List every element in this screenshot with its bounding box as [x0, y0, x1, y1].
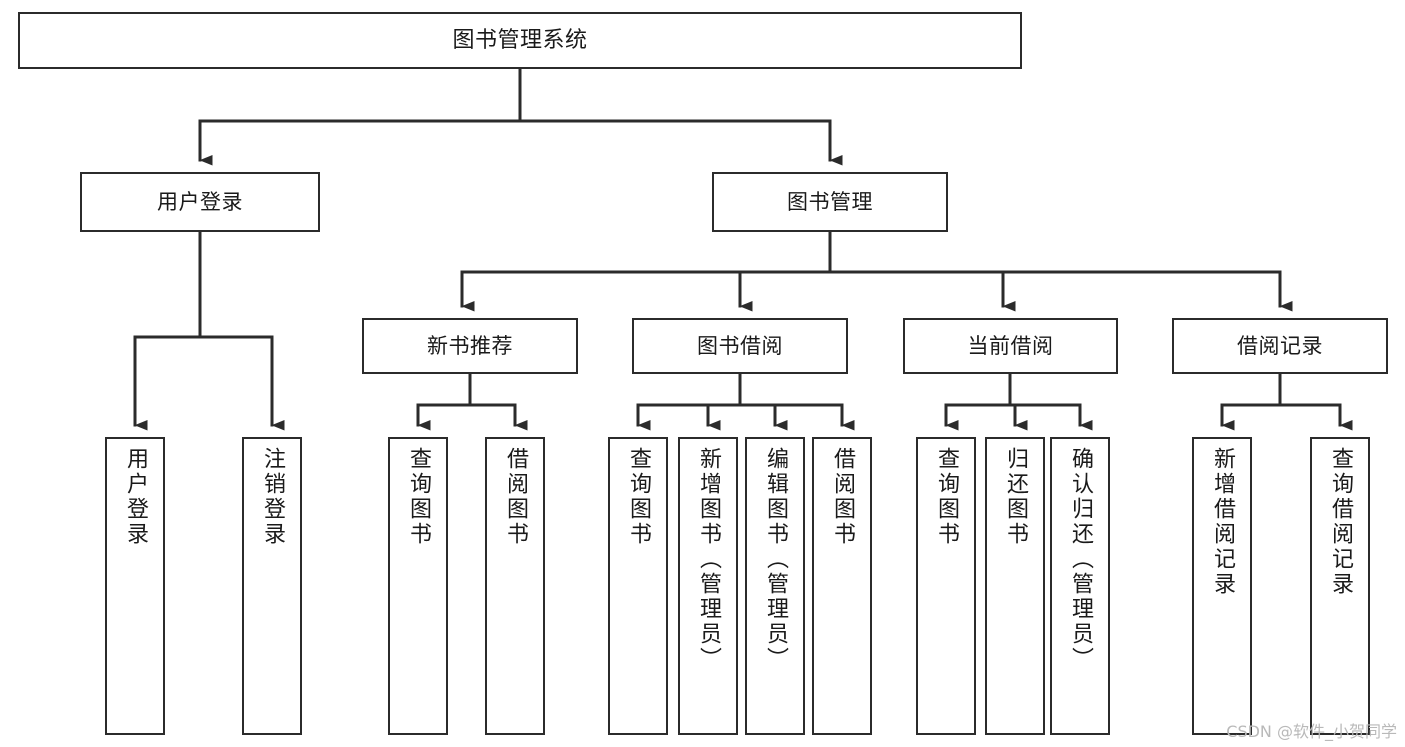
- csdn-watermark: CSDN @软件_小贺同学: [1226, 722, 1397, 741]
- leaf-node[interactable]: 编辑图书（管理员）: [745, 437, 805, 735]
- leaf-node[interactable]: 查询图书: [608, 437, 668, 735]
- edge-book-manage-to-level3: [460, 230, 1293, 312]
- node-book-borrow-label: 图书借阅: [697, 333, 783, 358]
- edge-new-book-recommend-to-leaves: [416, 372, 528, 431]
- node-book-manage[interactable]: 图书管理: [712, 172, 948, 232]
- node-user-login-label: 用户登录: [157, 189, 243, 214]
- node-current-borrow-label: 当前借阅: [967, 333, 1054, 358]
- leaf-node-label: 新增借阅记录: [1210, 447, 1235, 597]
- leaf-node-label: 查询借阅记录: [1328, 447, 1353, 597]
- node-current-borrow[interactable]: 当前借阅: [903, 318, 1118, 374]
- node-book-borrow[interactable]: 图书借阅: [632, 318, 848, 374]
- edge-book-borrow-to-leaves: [636, 372, 855, 431]
- leaf-node-label: 归还图书: [1003, 447, 1028, 547]
- leaf-node-label: 用户登录: [123, 447, 148, 547]
- leaf-node-label: 借阅图书: [830, 447, 855, 547]
- leaf-node[interactable]: 查询借阅记录: [1310, 437, 1370, 735]
- leaf-node-label: 借阅图书: [503, 447, 528, 547]
- leaf-node[interactable]: 新增借阅记录: [1192, 437, 1252, 735]
- edge-user-login-to-leaves: [133, 230, 285, 431]
- node-root-label: 图书管理系统: [452, 27, 588, 53]
- leaf-node[interactable]: 用户登录: [105, 437, 165, 735]
- leaf-node-label: 查询图书: [934, 447, 959, 547]
- node-root[interactable]: 图书管理系统: [18, 12, 1022, 69]
- leaf-node-label: 注销登录: [260, 447, 285, 547]
- leaf-node[interactable]: 借阅图书: [485, 437, 545, 735]
- node-new-book-recommend-label: 新书推荐: [427, 333, 513, 358]
- leaf-node[interactable]: 借阅图书: [812, 437, 872, 735]
- leaf-node-label: 新增图书（管理员）: [696, 447, 721, 672]
- edge-root-to-level2: [198, 67, 843, 166]
- leaf-node-label: 编辑图书（管理员）: [763, 447, 788, 672]
- edge-current-borrow-to-leaves: [944, 372, 1093, 431]
- leaf-node[interactable]: 注销登录: [242, 437, 302, 735]
- leaf-node[interactable]: 新增图书（管理员）: [678, 437, 738, 735]
- leaf-node-label: 确认归还（管理员）: [1068, 447, 1093, 672]
- leaf-node[interactable]: 查询图书: [916, 437, 976, 735]
- leaf-node[interactable]: 归还图书: [985, 437, 1045, 735]
- node-borrow-record[interactable]: 借阅记录: [1172, 318, 1388, 374]
- node-user-login[interactable]: 用户登录: [80, 172, 320, 232]
- node-book-manage-label: 图书管理: [787, 189, 873, 214]
- leaf-node[interactable]: 确认归还（管理员）: [1050, 437, 1110, 735]
- leaf-node[interactable]: 查询图书: [388, 437, 448, 735]
- node-borrow-record-label: 借阅记录: [1237, 333, 1323, 358]
- leaf-node-label: 查询图书: [406, 447, 431, 547]
- node-new-book-recommend[interactable]: 新书推荐: [362, 318, 578, 374]
- edge-borrow-record-to-leaves: [1220, 372, 1353, 431]
- leaf-node-label: 查询图书: [626, 447, 651, 547]
